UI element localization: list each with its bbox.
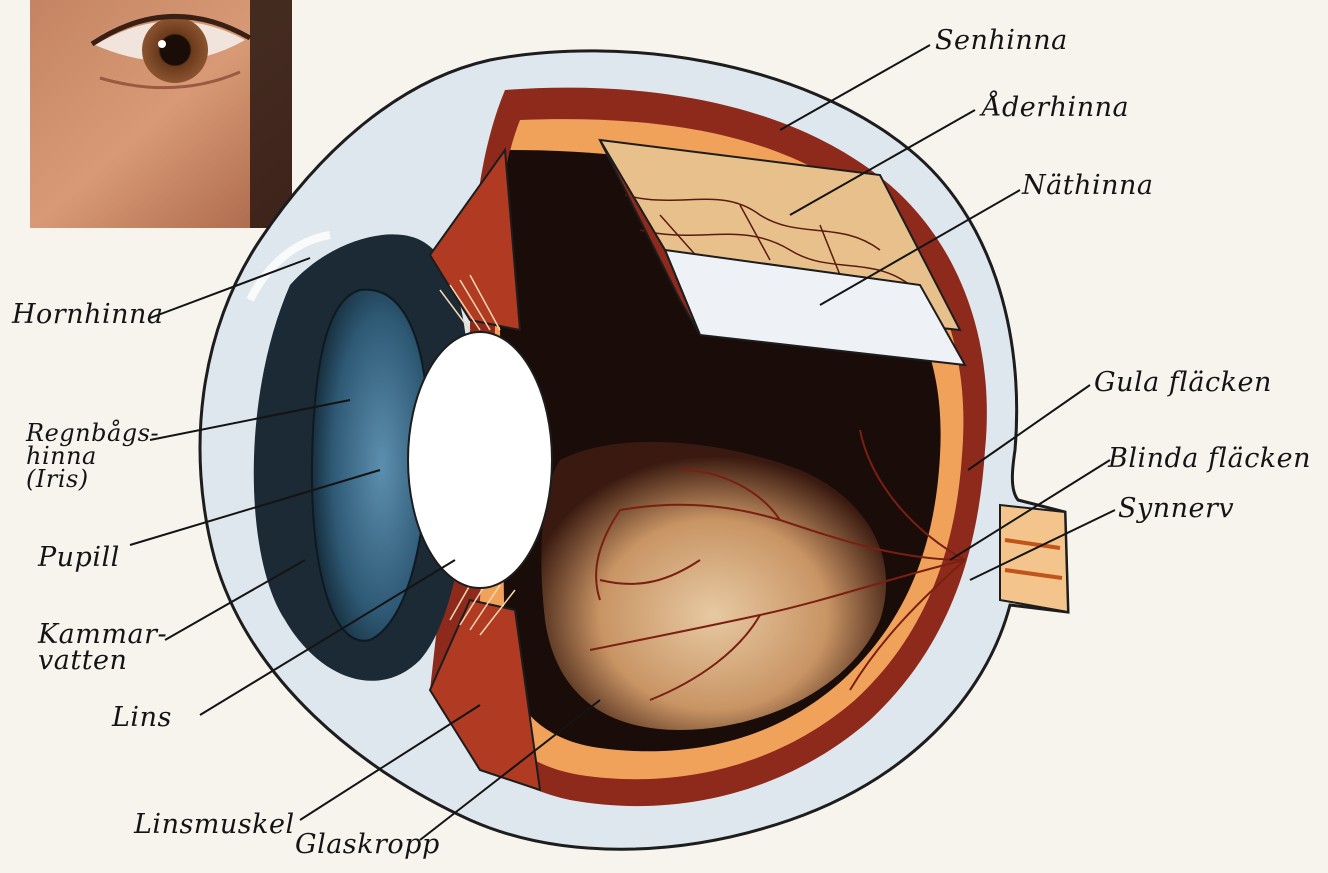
label-hornhinna: Hornhinna: [12, 302, 164, 328]
eye-photo: [30, 0, 292, 228]
label-synnerv: Synnerv: [1118, 496, 1234, 522]
label-glaskropp: Glaskropp: [295, 832, 440, 858]
label-pupill: Pupill: [38, 545, 120, 571]
lens: [408, 332, 552, 588]
label-blinda-flacken: Blinda fläcken: [1108, 446, 1311, 472]
label-nathinna: Näthinna: [1022, 173, 1153, 199]
label-senhinna: Senhinna: [935, 28, 1068, 54]
optic-nerve-stub: [1000, 505, 1068, 612]
label-lins: Lins: [112, 705, 172, 731]
label-regnbagshinna: Regnbågs- hinna (Iris): [26, 422, 159, 491]
label-gula-flacken: Gula fläcken: [1094, 370, 1272, 396]
photo-iris: [142, 17, 208, 83]
label-linsmuskel: Linsmuskel: [134, 812, 295, 838]
label-aderhinna: Åderhinna: [982, 95, 1129, 121]
eye-globe: [200, 51, 1068, 849]
label-kammarvatten: Kammar- vatten: [38, 622, 167, 674]
